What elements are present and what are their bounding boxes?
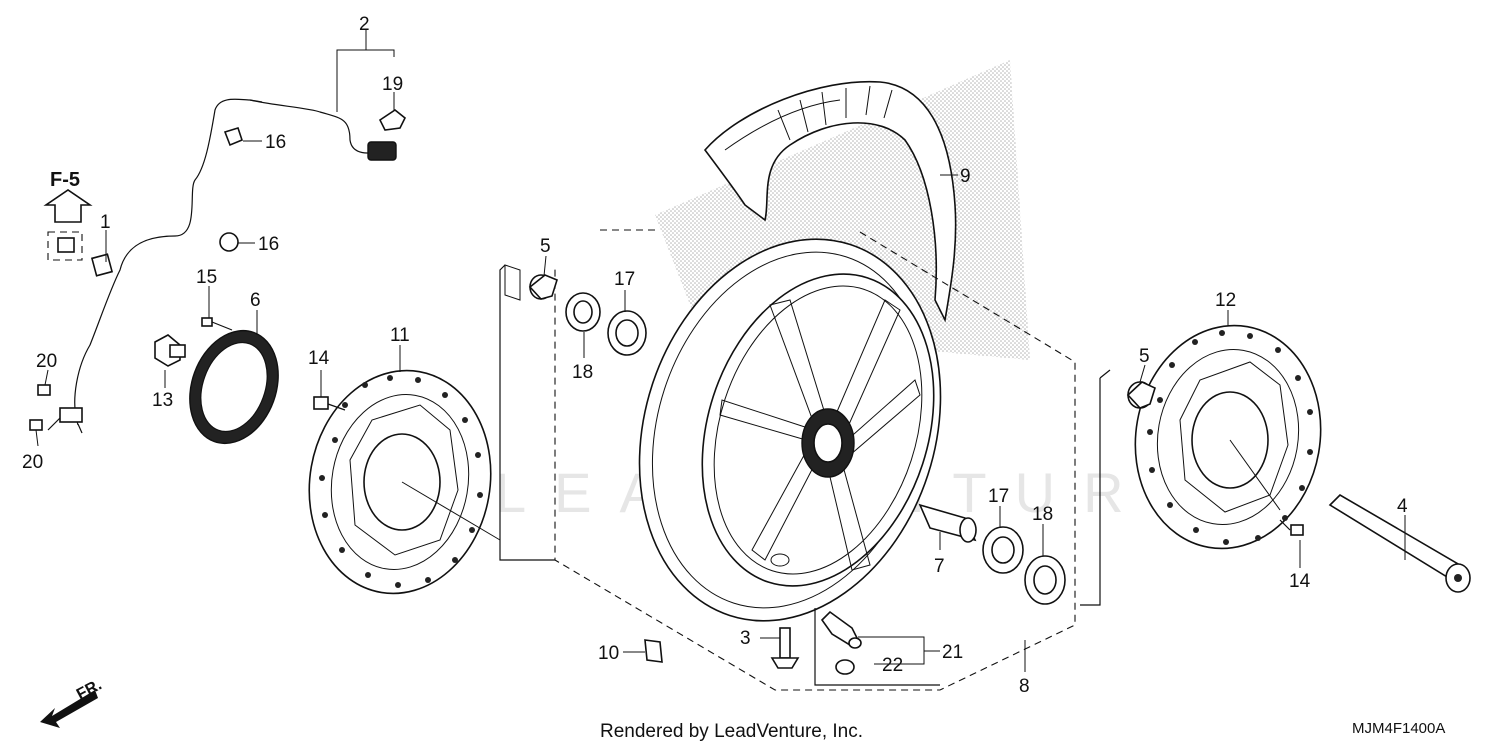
pulser-ring[interactable]: [175, 318, 294, 456]
brake-disc-left[interactable]: [292, 356, 508, 608]
callout-6[interactable]: 6: [250, 290, 261, 311]
balance-weight-10[interactable]: [644, 639, 663, 663]
leader-lines: [35, 30, 1406, 672]
callout-16b[interactable]: 16: [258, 234, 279, 255]
fr-label: FR.: [74, 676, 105, 703]
callout-18a[interactable]: 18: [572, 362, 593, 383]
callout-14b[interactable]: 14: [1289, 571, 1311, 592]
wheel-speed-sensor-harness[interactable]: [47, 98, 407, 434]
callout-16a[interactable]: 16: [265, 132, 286, 153]
callout-10[interactable]: 10: [598, 643, 619, 664]
sensor-bolt-20b[interactable]: [29, 419, 43, 431]
flange-bolt-13[interactable]: [154, 334, 186, 367]
callout-19[interactable]: 19: [382, 74, 403, 95]
callout-5b[interactable]: 5: [1139, 346, 1150, 367]
sensor-bolt-20a[interactable]: [37, 384, 51, 396]
callout-9[interactable]: 9: [960, 166, 971, 187]
disc-bolt-right-14[interactable]: [1279, 519, 1304, 536]
distance-collar-7[interactable]: [918, 503, 977, 543]
sensor-bolt-1[interactable]: [47, 231, 83, 261]
dust-seal-left-17[interactable]: [607, 310, 647, 356]
callout-17a[interactable]: 17: [614, 269, 635, 290]
diagram-code: MJM4F1400A: [1352, 720, 1445, 737]
callout-5a[interactable]: 5: [540, 236, 551, 257]
callout-7[interactable]: 7: [934, 556, 945, 577]
collar-left[interactable]: [499, 264, 558, 561]
callout-8[interactable]: 8: [1019, 676, 1030, 697]
callout-21[interactable]: 21: [942, 642, 963, 663]
callout-2[interactable]: 2: [359, 14, 370, 35]
section-ref-label[interactable]: F-5: [50, 169, 80, 191]
callout-4[interactable]: 4: [1397, 496, 1408, 517]
o-ring-22[interactable]: [835, 659, 855, 675]
dust-seal-right-17[interactable]: [982, 526, 1024, 574]
footer-credit: Rendered by LeadVenture, Inc.: [600, 721, 863, 742]
bolt-15[interactable]: [201, 317, 233, 331]
section-ref-arrow[interactable]: [43, 189, 93, 223]
callout-14a[interactable]: 14: [308, 348, 330, 369]
tire[interactable]: [703, 80, 957, 323]
callout-1[interactable]: 1: [100, 212, 111, 233]
callout-18b[interactable]: 18: [1032, 504, 1053, 525]
collar-right[interactable]: [1080, 369, 1156, 606]
brake-disc-right[interactable]: [1118, 311, 1338, 564]
valve-bracket: [814, 608, 940, 686]
callout-11[interactable]: 11: [390, 325, 410, 346]
valve-stem-3[interactable]: [770, 627, 800, 669]
bearing-right-18[interactable]: [1024, 555, 1066, 605]
valve-stem-21[interactable]: [820, 610, 862, 649]
callout-22[interactable]: 22: [882, 655, 903, 676]
callout-15[interactable]: 15: [196, 267, 217, 288]
bearing-left-18[interactable]: [565, 292, 601, 332]
callout-17b[interactable]: 17: [988, 486, 1009, 507]
front-direction-arrow: [40, 690, 98, 728]
front-axle[interactable]: [1328, 493, 1471, 593]
callout-12[interactable]: 12: [1215, 290, 1236, 311]
callout-20b[interactable]: 20: [22, 452, 43, 473]
callout-3[interactable]: 3: [740, 628, 751, 649]
callout-20a[interactable]: 20: [36, 351, 57, 372]
callout-13[interactable]: 13: [152, 390, 173, 411]
front-wheel[interactable]: [592, 200, 988, 661]
